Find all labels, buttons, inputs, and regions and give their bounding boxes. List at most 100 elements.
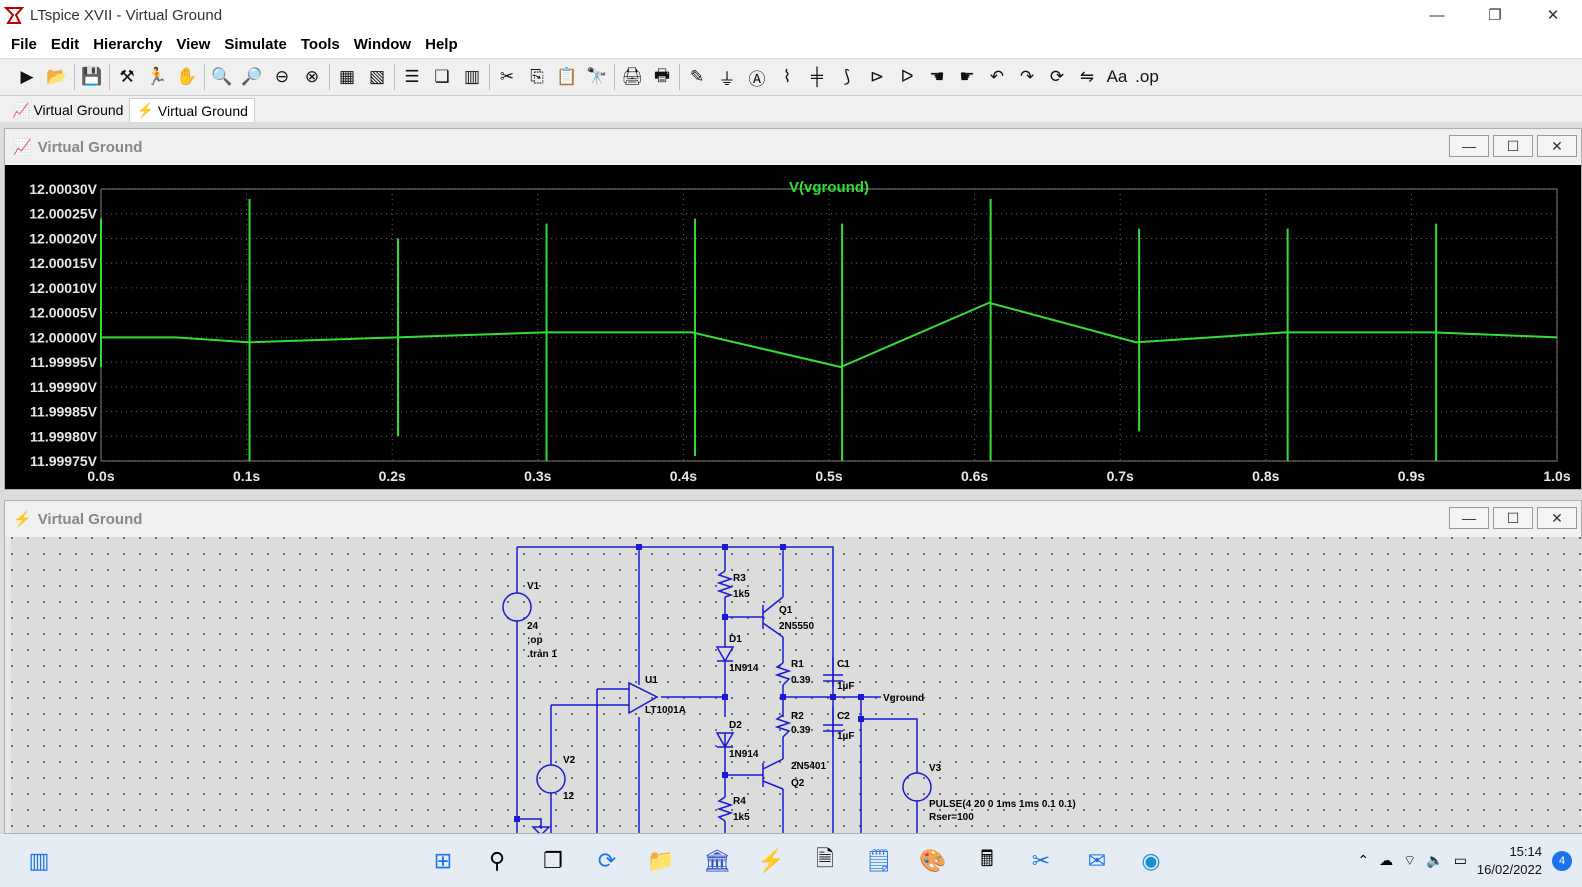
menu-tools[interactable]: Tools (300, 35, 340, 53)
paint-icon[interactable]: 🎨 (919, 848, 947, 873)
menu-bar: File Edit Hierarchy View Simulate Tools … (0, 30, 1582, 58)
minimize-button[interactable]: — (1429, 6, 1445, 24)
menu-help[interactable]: Help (425, 35, 458, 53)
edge-browser-icon[interactable]: ◉ (1141, 848, 1161, 873)
run-icon[interactable]: 🏃 (146, 67, 168, 86)
menu-window[interactable]: Window (353, 35, 412, 53)
text-icon[interactable]: Aa (1106, 67, 1128, 86)
mirror-icon[interactable]: ⇋ (1079, 67, 1095, 86)
grid-icon[interactable]: ▧ (368, 67, 386, 86)
zoom-in-icon[interactable]: 🔍 (211, 67, 233, 86)
pane-maximize-button[interactable]: ☐ (1493, 507, 1533, 529)
waveform-plot[interactable]: 12.00030V12.00025V12.00020V12.00015V12.0… (5, 165, 1581, 489)
system-tray: ⌃ ☁ ⌔ 🔈 ▭ 15:14 16/02/2022 4 (1357, 834, 1582, 887)
widgets-icon[interactable]: ▥ (28, 848, 50, 873)
d2-label: D2 (729, 720, 742, 731)
schematic-grid (11, 537, 1582, 833)
calculator-icon[interactable]: 🖩 (980, 846, 994, 871)
q2-model: 2N5401 (791, 761, 826, 772)
ltspice-taskbar-icon[interactable]: ⚡ (757, 848, 785, 873)
y-tick-label: 12.00020V (29, 230, 97, 246)
diode-icon[interactable]: ⊳ (869, 67, 885, 86)
y-tick-label: 12.00005V (29, 305, 97, 321)
task-view-icon[interactable]: ❐ (543, 848, 563, 873)
pane-close-button[interactable]: ✕ (1537, 507, 1577, 529)
pane-close-button[interactable]: ✕ (1537, 135, 1577, 157)
cloud-icon[interactable]: ☁ (1379, 852, 1394, 868)
zoom-out-icon[interactable]: ⊖ (274, 67, 290, 86)
x-tick-label: 0.9s (1398, 468, 1425, 484)
window-title: LTspice XVII - Virtual Ground (30, 6, 223, 24)
x-tick-label: 0.7s (1107, 468, 1134, 484)
mail-icon[interactable]: ✉ (1087, 848, 1107, 873)
ground-icon[interactable]: ⏚ (718, 69, 736, 89)
pan-hand-icon[interactable]: ✋ (176, 67, 198, 86)
paste-icon[interactable]: 📋 (556, 67, 578, 86)
clock[interactable]: 15:14 16/02/2022 (1477, 843, 1542, 879)
tile-vertical-icon[interactable]: ▥ (463, 67, 481, 86)
waveform-icon: 📈 (13, 139, 32, 156)
inductor-icon[interactable]: ⟆ (843, 67, 851, 86)
wifi-icon[interactable]: ⌔ (1403, 851, 1417, 868)
x-tick-label: 0.8s (1252, 468, 1279, 484)
cut-icon[interactable]: ✂ (499, 67, 515, 86)
notepad-icon[interactable]: 🗒 (865, 848, 893, 873)
schematic-canvas[interactable]: V1 24 ;op .tran 1 U1 LT1001A V2 12 R3 1k… (11, 537, 1582, 833)
q2-label: Q2 (791, 778, 805, 789)
open-folder-icon[interactable]: 📂 (46, 67, 68, 86)
pane-minimize-button[interactable]: — (1449, 135, 1489, 157)
undo-icon[interactable]: ↶ (989, 67, 1005, 86)
spice-directive-icon[interactable]: .op (1135, 67, 1159, 86)
pane-minimize-button[interactable]: — (1449, 507, 1489, 529)
autorange-icon[interactable]: ▦ (338, 67, 356, 86)
zoom-area-icon[interactable]: 🔎 (241, 67, 263, 86)
r3-label: R3 (733, 573, 746, 584)
close-button[interactable]: ✕ (1546, 7, 1560, 24)
menu-hierarchy[interactable]: Hierarchy (93, 35, 163, 53)
capacitor-icon[interactable]: ╪ (810, 67, 824, 86)
waveform-icon: 📈 (12, 101, 30, 118)
zoom-fit-icon[interactable]: ⊗ (304, 67, 320, 86)
component-icon[interactable]: ᐅ (900, 67, 914, 86)
control-panel-icon[interactable]: ⚒ (119, 67, 135, 86)
save-icon[interactable]: 💾 (81, 67, 103, 86)
resistor-icon[interactable]: ⌇ (782, 67, 792, 86)
drag-hand-icon[interactable]: ☛ (959, 67, 975, 86)
redo-icon[interactable]: ↷ (1019, 67, 1035, 86)
menu-edit[interactable]: Edit (50, 35, 80, 53)
new-schematic-icon[interactable]: ▶ (20, 67, 34, 86)
tran-directive: .tran 1 (527, 649, 557, 660)
menu-simulate[interactable]: Simulate (224, 35, 287, 53)
pane-maximize-button[interactable]: ☐ (1493, 135, 1533, 157)
restore-button[interactable]: ❐ (1488, 7, 1502, 24)
snipping-tool-icon[interactable]: ✂ (1031, 848, 1051, 873)
update-icon[interactable]: ⟳ (597, 848, 617, 873)
print-icon[interactable]: 🖨 (621, 67, 643, 86)
toolbar-divider (679, 64, 680, 90)
menu-view[interactable]: View (176, 35, 211, 53)
print-preview-icon[interactable]: 🖶 (653, 65, 671, 85)
chevron-up-icon[interactable]: ⌃ (1357, 852, 1370, 868)
tab-waveform[interactable]: 📈 Virtual Ground (6, 98, 129, 122)
document-icon[interactable]: 🗎 (816, 846, 834, 871)
start-icon[interactable]: ⊞ (433, 848, 453, 873)
volume-icon[interactable]: 🔈 (1426, 852, 1444, 868)
find-icon[interactable]: 🔭 (586, 67, 608, 86)
clock-date: 16/02/2022 (1476, 861, 1542, 877)
x-tick-label: 0.0s (87, 468, 114, 484)
cascade-icon[interactable]: ❏ (434, 67, 450, 86)
y-tick-label: 11.99985V (30, 404, 98, 420)
label-net-icon[interactable]: Ⓐ (748, 69, 766, 89)
bank-icon[interactable]: 🏛 (703, 848, 731, 873)
wire-pencil-icon[interactable]: ✎ (689, 67, 705, 86)
notification-badge[interactable]: 4 (1552, 850, 1572, 871)
file-explorer-icon[interactable]: 📁 (647, 848, 675, 873)
menu-file[interactable]: File (11, 35, 37, 53)
move-hand-icon[interactable]: ☚ (929, 67, 945, 86)
tile-horizontal-icon[interactable]: ☰ (404, 67, 420, 86)
tab-schematic[interactable]: ⚡ Virtual Ground (129, 98, 255, 122)
search-icon[interactable]: ⚲ (488, 848, 506, 873)
battery-icon[interactable]: ▭ (1453, 852, 1467, 868)
copy-icon[interactable]: ⎘ (530, 67, 544, 86)
rotate-icon[interactable]: ⟳ (1049, 67, 1065, 86)
